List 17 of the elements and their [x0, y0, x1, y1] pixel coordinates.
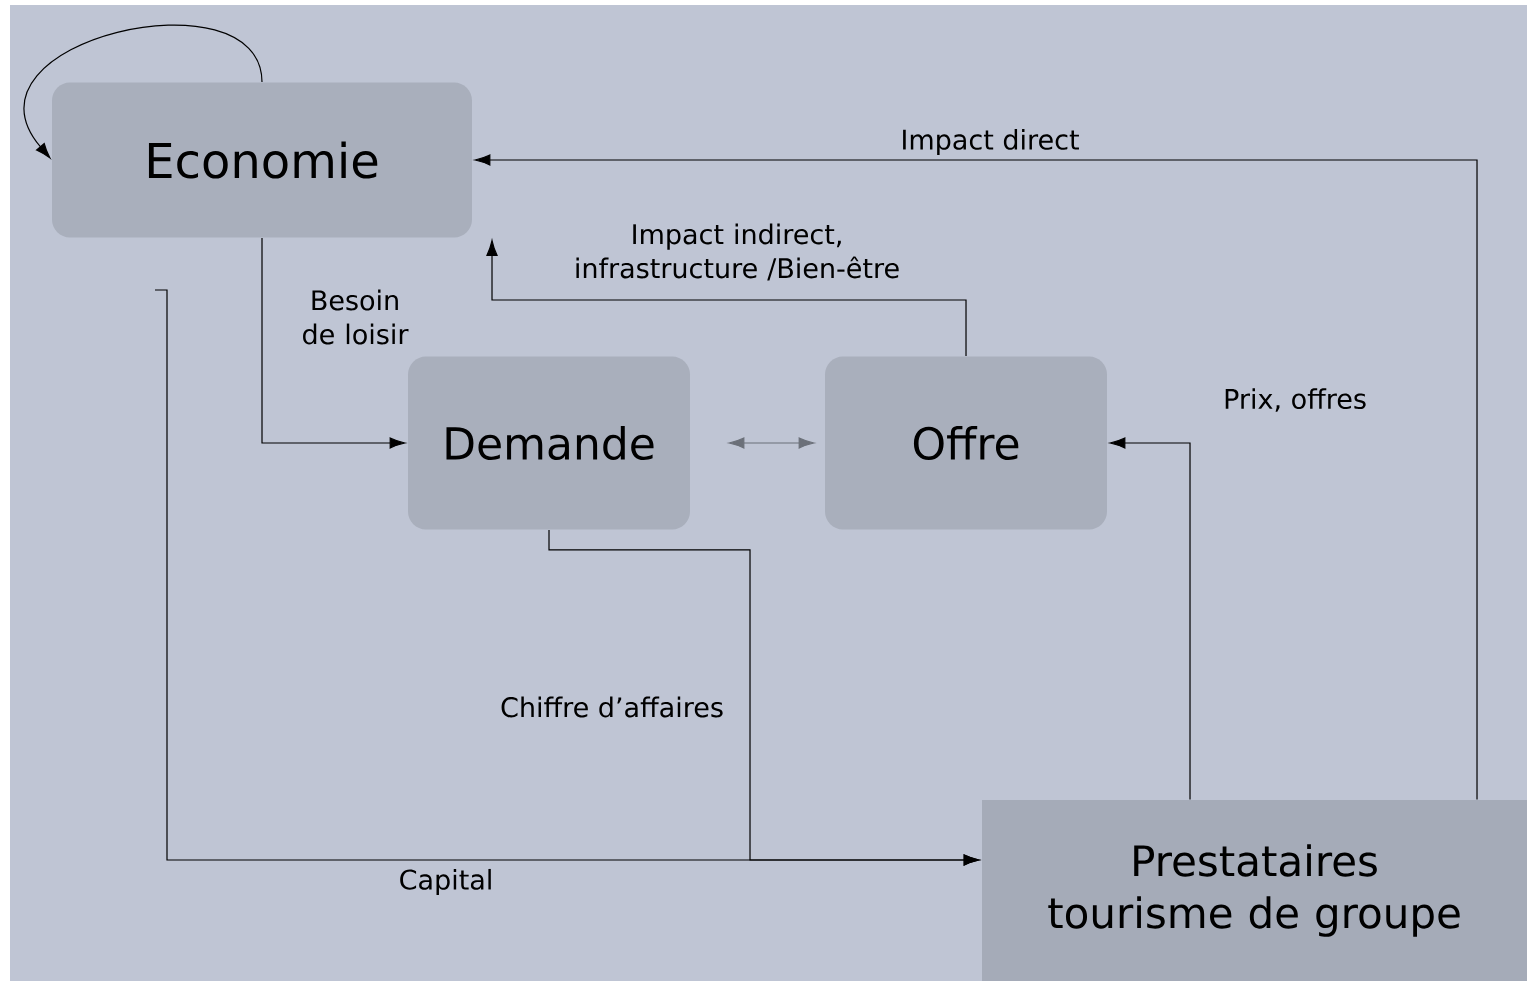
edge-label: Prix, offres	[1225, 388, 1366, 412]
arrow	[474, 154, 1478, 801]
rounded-box: Economie	[52, 82, 472, 238]
arrow	[154, 289, 980, 866]
edge-label: Impact indirect, infrastructure /Bien-être	[576, 223, 899, 281]
arrow	[486, 240, 967, 357]
box: Prestataires tourisme de groupe	[982, 800, 1527, 981]
edge-label: Capital	[400, 868, 491, 896]
edge-label: Besoin de loisir	[303, 289, 409, 345]
curved-arrow	[24, 24, 263, 159]
edge-label: Chiffre d’affaires	[501, 696, 723, 718]
arrow	[261, 237, 406, 449]
arrow	[1109, 437, 1191, 801]
rounded-box: Offre	[825, 356, 1107, 530]
edge-label: Impact direct	[903, 128, 1079, 156]
double-arrow	[728, 437, 815, 449]
rounded-box: Demande	[408, 356, 690, 530]
